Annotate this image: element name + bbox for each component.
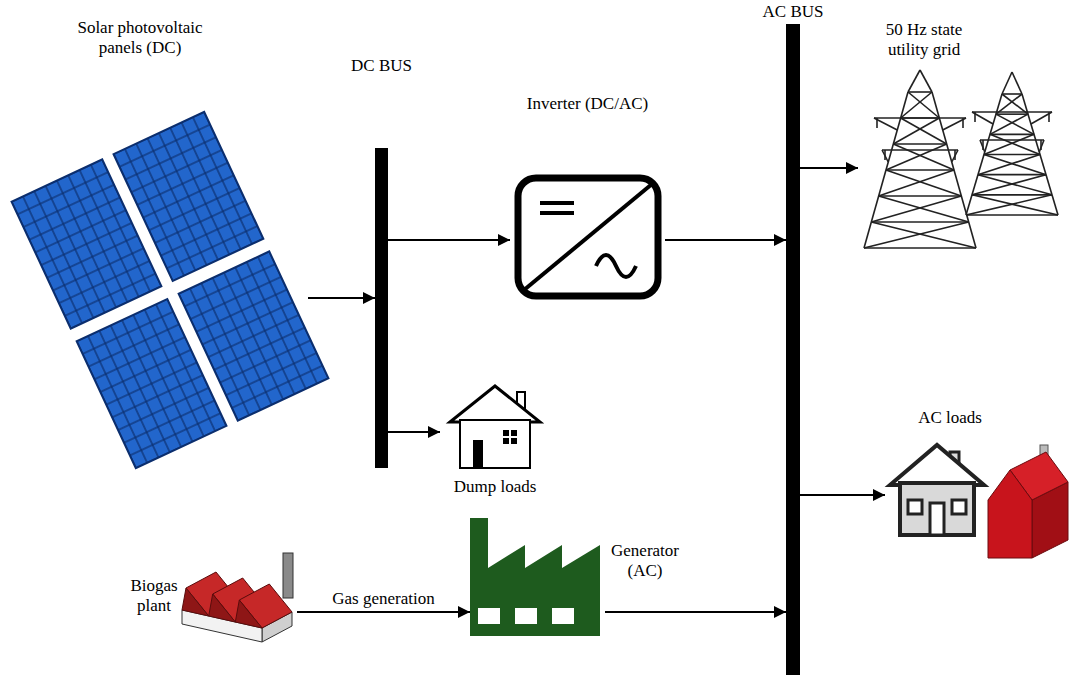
biogas-plant [182,553,293,642]
tower-member [1002,94,1028,114]
tower-member [886,170,961,196]
ac-loads: AC loads [885,408,1070,563]
tower-member [990,134,1034,136]
transmission-towers [864,70,1058,248]
tower-member [978,155,1040,175]
tower-member [893,144,954,170]
tower-member [996,94,1022,114]
tower-member [876,118,878,128]
power-flow-arrow [800,167,858,169]
power-flow-arrow [297,611,470,613]
tower-member [952,150,958,162]
component-label: Biogas plant [125,576,183,617]
tower-member [972,175,1046,195]
tower-member [1002,72,1012,94]
tower-member [990,134,1040,154]
power-flow-arrow [800,494,885,496]
tower-member [879,196,969,222]
tower-member [990,114,1028,134]
generator: Generator (AC) [470,515,605,637]
tower-member [920,70,932,92]
flow-label: Gas generation [332,589,434,609]
tower-member [893,118,939,144]
component-label: AC BUS [741,2,845,22]
tower-member [966,214,1058,216]
dc-bus-bar: DC BUS [375,148,388,468]
solar-panels [12,112,329,468]
tower-member [908,70,920,92]
tower-member [879,195,962,197]
tower-member [1040,140,1042,150]
tower-member [954,150,956,160]
component-label: DC BUS [330,56,433,76]
tower-member [901,92,932,118]
tower-member [1031,112,1052,124]
tower-member [1002,93,1022,95]
tower-member [1048,112,1050,122]
component-label: Solar photovoltaic panels (DC) [60,18,220,59]
inverter: Inverter (DC/AC) [510,92,665,304]
tower-member [1039,140,1044,152]
tower-member [978,174,1046,176]
tower-member [882,150,888,162]
component-label: Inverter (DC/AC) [510,94,665,114]
tower-member [962,118,964,128]
tower-member [871,222,976,248]
tower-member [996,113,1028,115]
tower-member [908,92,939,118]
power-flow-arrow [665,239,786,241]
tower-member [886,144,947,170]
tower-member [864,247,976,249]
dump-loads: Dump loads [440,385,550,503]
ac-load-houses [890,445,1068,558]
tower-member [980,139,1044,141]
utility-grid: 50 Hz state utility grid [858,18,1068,253]
power-flow-arrow [388,239,510,241]
tower-member [864,222,969,248]
inverter-symbol [518,178,658,296]
tower-member [874,118,897,130]
tower-member [984,134,1034,154]
tower-member [982,140,984,150]
power-flow-arrow [308,297,375,299]
component-label: Generator (AC) [605,541,685,582]
component-label: AC loads [895,408,1005,428]
solar-panel-array: Solar photovoltaic panels (DC) [8,12,308,482]
power-flow-arrow [388,431,440,433]
tower-member [943,118,966,130]
tower-member [972,112,993,124]
ac-bus-bar: AC BUS [786,24,800,675]
tower-member [996,114,1034,134]
tower-member [874,117,966,119]
tower-member [984,154,1040,156]
generator-factory [470,518,600,636]
component-label: Dump loads [440,477,550,497]
tower-member [886,169,954,171]
tower-member [980,140,985,152]
tower-member [884,150,886,160]
tower-member [871,196,961,222]
tower-member [974,112,976,122]
tower-member [972,195,1058,215]
tower-member [966,195,1052,215]
tower-member [908,91,932,93]
dump-load-house [450,386,540,468]
component-label: 50 Hz state utility grid [864,20,984,61]
tower-member [1012,72,1022,94]
tower-member [882,149,958,151]
biogas-plant: Biogas plant [125,548,297,648]
tower-member [972,111,1052,113]
tower-member [978,175,1052,195]
tower-member [879,170,954,196]
power-flow-arrow [605,611,786,613]
tower-member [984,155,1046,175]
tower-member [893,143,946,145]
tower-member [871,221,968,223]
tower-member [901,118,947,144]
tower-member [972,194,1052,196]
